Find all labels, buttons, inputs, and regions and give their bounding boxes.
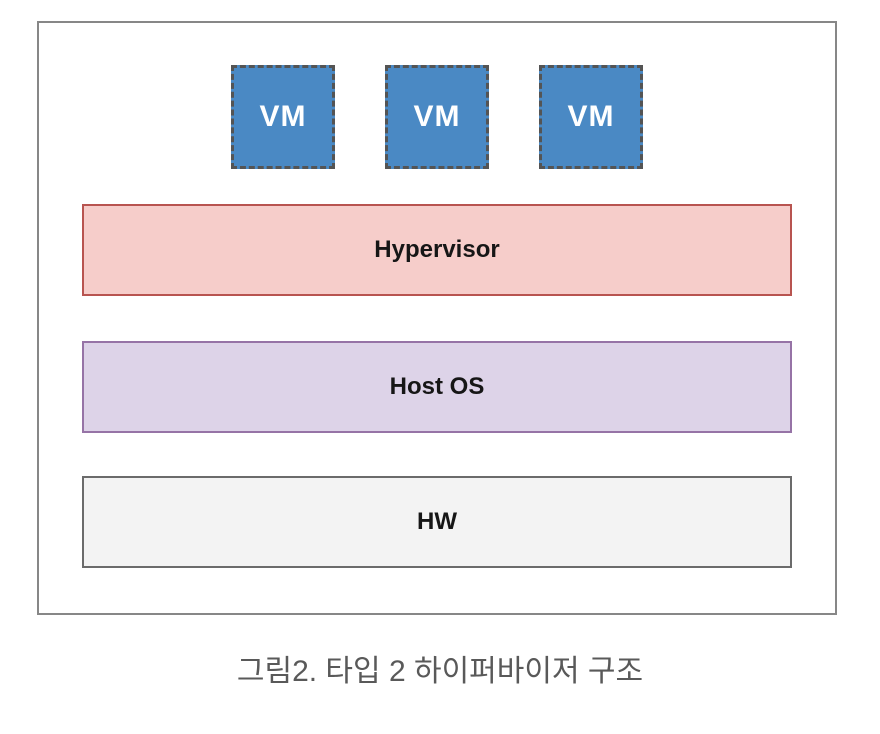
hypervisor-label: Hypervisor [374, 236, 500, 263]
vm-row: VM VM VM [39, 65, 835, 169]
vm-box: VM [385, 65, 489, 169]
figure-caption: 그림2. 타입 2 하이퍼바이저 구조 [236, 655, 644, 688]
vm-box: VM [539, 65, 643, 169]
vm-box: VM [231, 65, 335, 169]
vm-label: VM [413, 100, 461, 133]
vm-label: VM [567, 100, 615, 133]
hypervisor-layer: Hypervisor [82, 204, 792, 296]
host-os-layer: Host OS [82, 341, 792, 433]
vm-label: VM [259, 100, 307, 133]
diagram-frame: VM VM VM Hypervisor Host OS HW [37, 21, 837, 615]
hw-label: HW [417, 508, 457, 535]
host-os-label: Host OS [389, 373, 485, 400]
hw-layer: HW [82, 476, 792, 568]
